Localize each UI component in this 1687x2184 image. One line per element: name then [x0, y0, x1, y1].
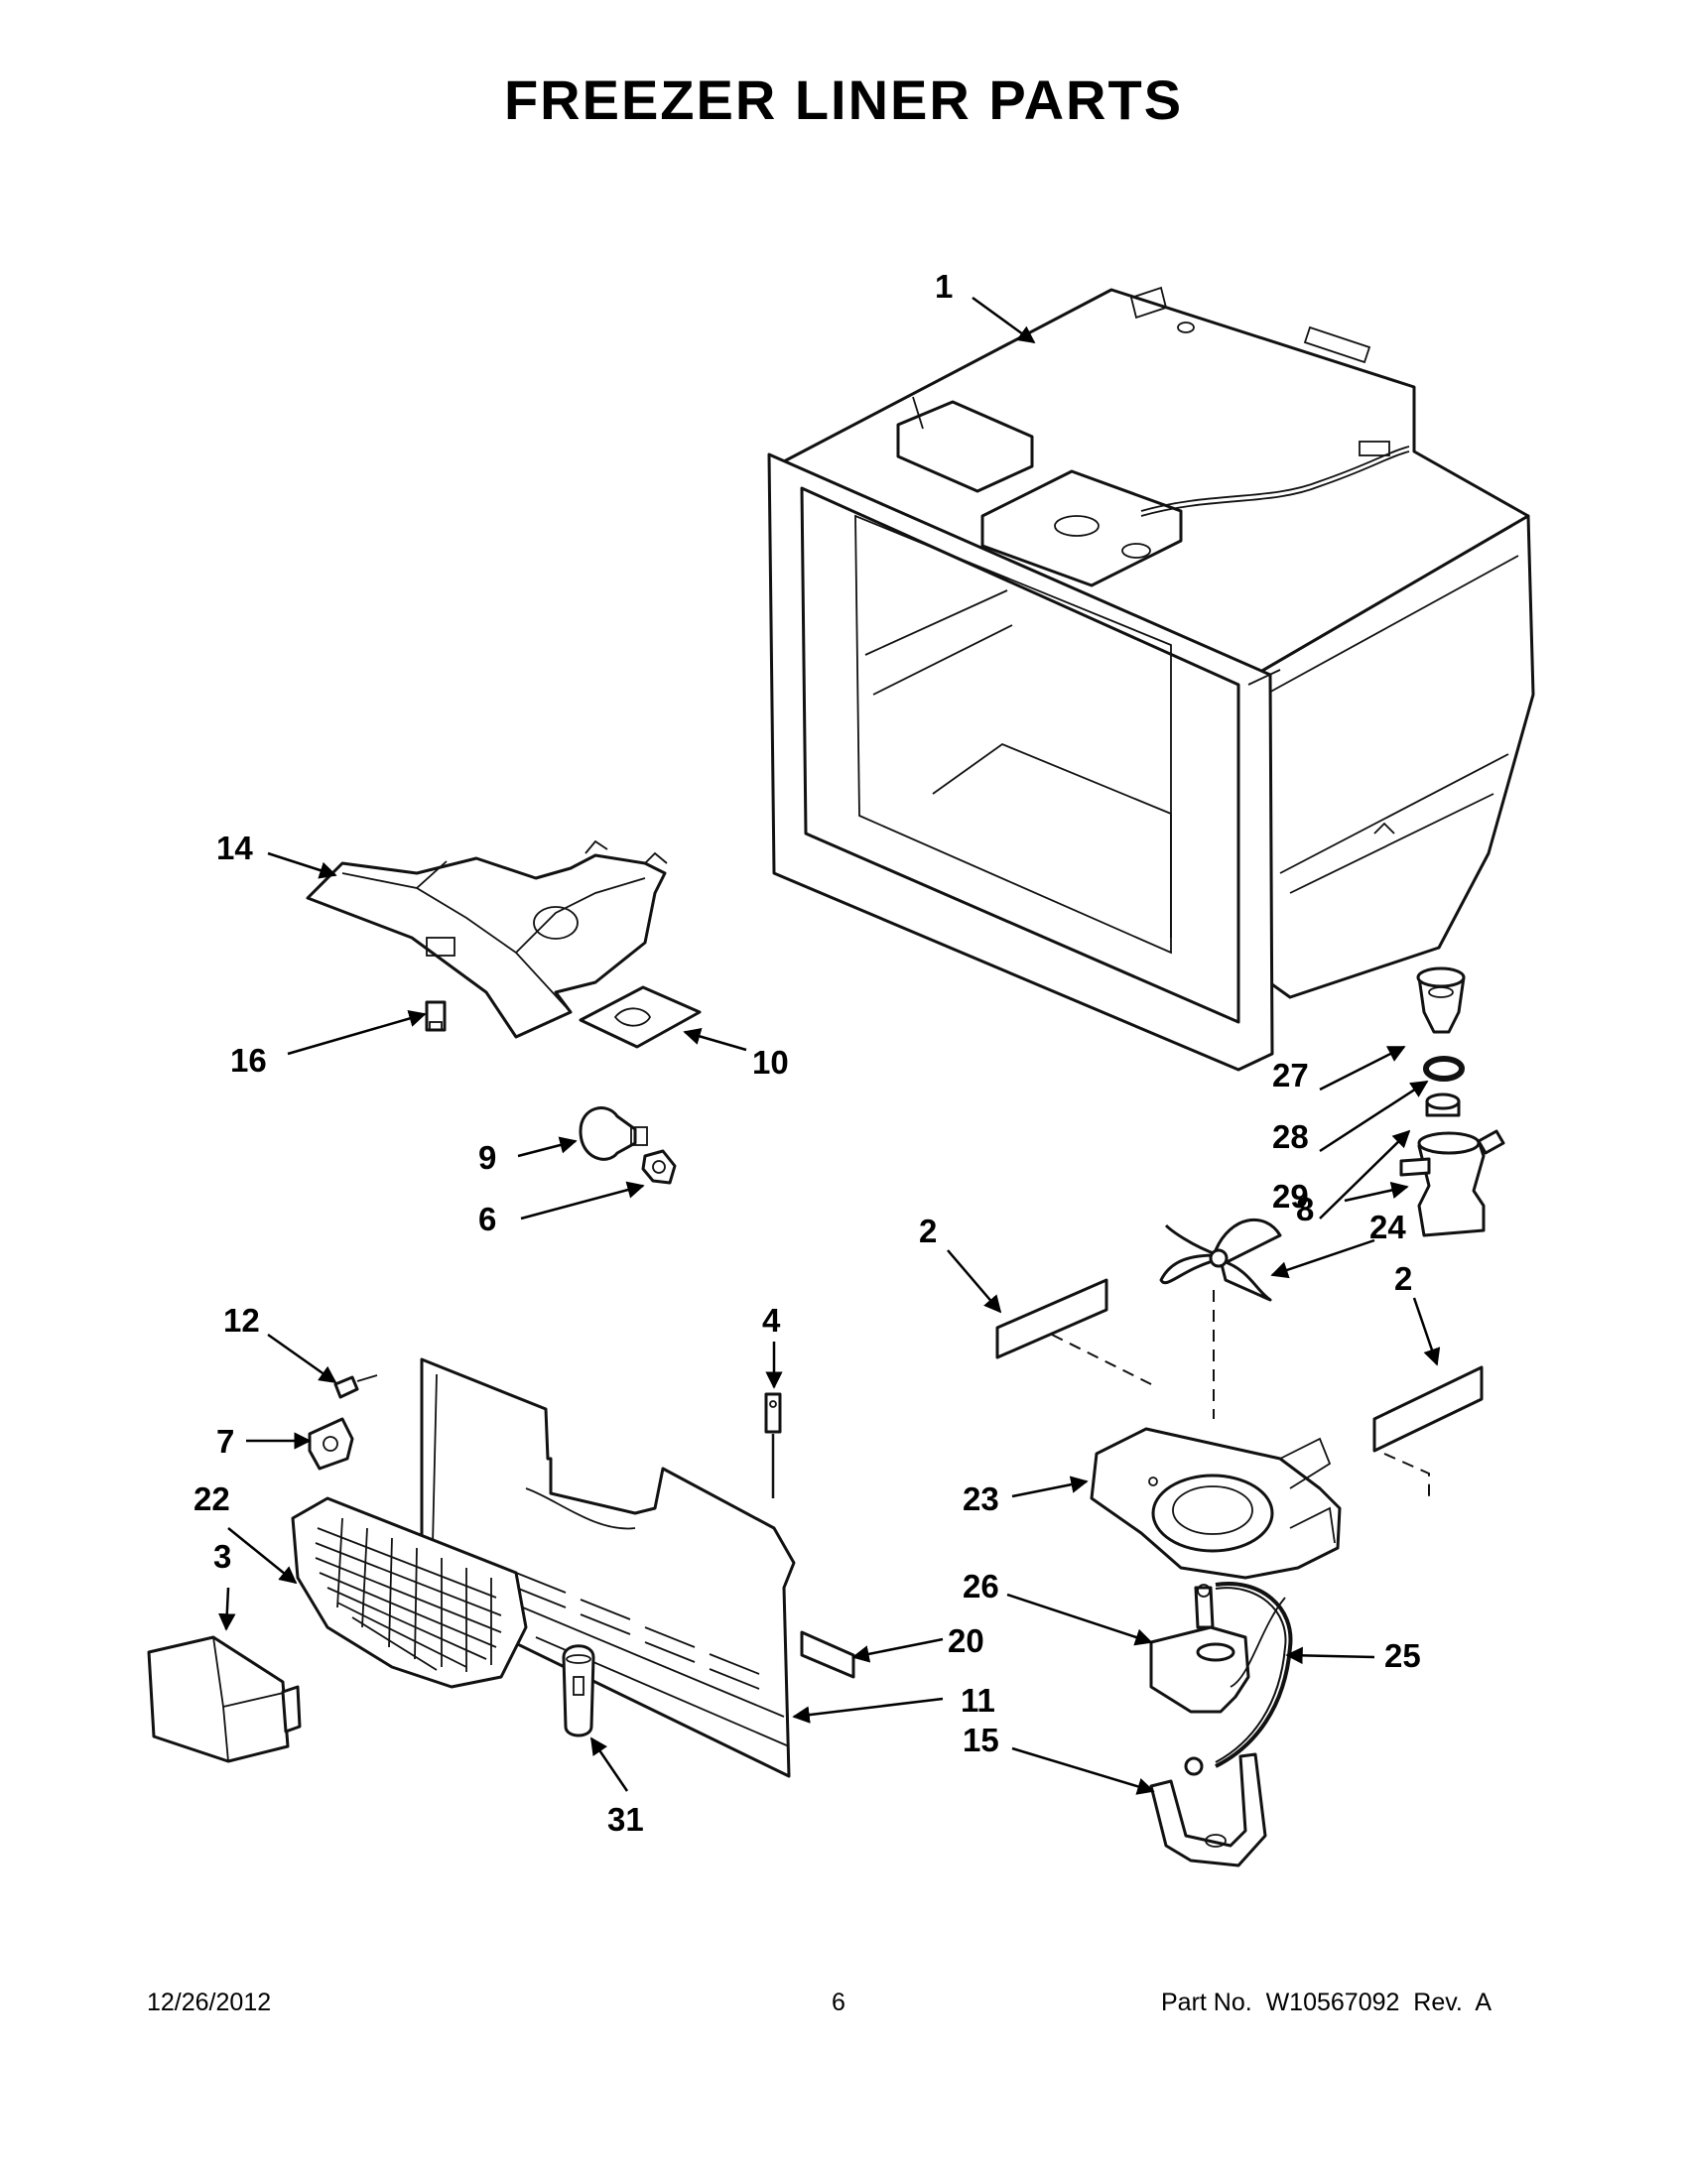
page-title: FREEZER LINER PARTS [503, 68, 1184, 131]
fan-blade [1159, 1219, 1282, 1302]
grommet [1416, 966, 1466, 1034]
callout-12: 12 [223, 1302, 260, 1339]
callout-27: 27 [1272, 1057, 1309, 1093]
light-bulb [579, 1106, 648, 1161]
callout-16: 16 [230, 1042, 267, 1079]
callout-8: 8 [1296, 1191, 1314, 1227]
leader-lines [218, 296, 1441, 1795]
light-socket [641, 1149, 677, 1185]
footer-date: 12/26/2012 [147, 1989, 272, 2016]
motor-bracket [1149, 1752, 1267, 1867]
callout-25: 25 [1384, 1637, 1421, 1674]
callout-10: 10 [752, 1044, 789, 1081]
callout-6: 6 [478, 1201, 496, 1237]
footer-part-number: Part No. W10567092 Rev. A [1161, 1989, 1492, 2016]
callout-3: 3 [213, 1538, 231, 1575]
foam-strip [800, 1630, 855, 1679]
callout-28: 28 [1272, 1118, 1309, 1155]
callout-22: 22 [194, 1480, 230, 1517]
callout-29: 29 [1272, 1178, 1309, 1215]
thermistor [764, 1392, 782, 1498]
callout-15: 15 [963, 1722, 999, 1758]
callout-11: 11 [961, 1682, 995, 1719]
callout-2a: 2 [919, 1213, 937, 1249]
fan-shroud [1090, 1427, 1342, 1580]
callout-9: 9 [478, 1139, 496, 1176]
led-light [562, 1644, 595, 1737]
freezer-liner [767, 286, 1535, 1072]
callout-1: 1 [935, 268, 953, 305]
callout-14: 14 [216, 830, 253, 866]
footer-page-number: 6 [832, 1989, 845, 2016]
bushing [1425, 1092, 1461, 1117]
clip [425, 1000, 447, 1032]
callout-7: 7 [216, 1423, 234, 1460]
callout-4: 4 [762, 1302, 781, 1339]
callout-31: 31 [607, 1801, 644, 1838]
foam-block-left [995, 1278, 1108, 1359]
foil-tape [579, 985, 702, 1049]
callout-numbers: 1 14 16 10 9 6 27 28 29 8 24 2 2 4 12 7 … [194, 268, 1421, 1838]
drain-tube [1399, 1129, 1505, 1237]
light-lens [291, 1496, 528, 1689]
foam-block-right [1372, 1365, 1484, 1453]
fan-motor [1149, 1584, 1286, 1714]
callout-20: 20 [948, 1622, 984, 1659]
callout-26: 26 [963, 1568, 999, 1605]
light-shield [147, 1635, 302, 1763]
o-ring [1423, 1056, 1465, 1082]
callout-23: 23 [963, 1480, 999, 1517]
light-bracket [308, 1417, 354, 1471]
callout-2b: 2 [1394, 1260, 1412, 1297]
callout-24: 24 [1369, 1209, 1406, 1245]
screw [333, 1374, 378, 1399]
air-duct-cover [306, 839, 668, 1039]
